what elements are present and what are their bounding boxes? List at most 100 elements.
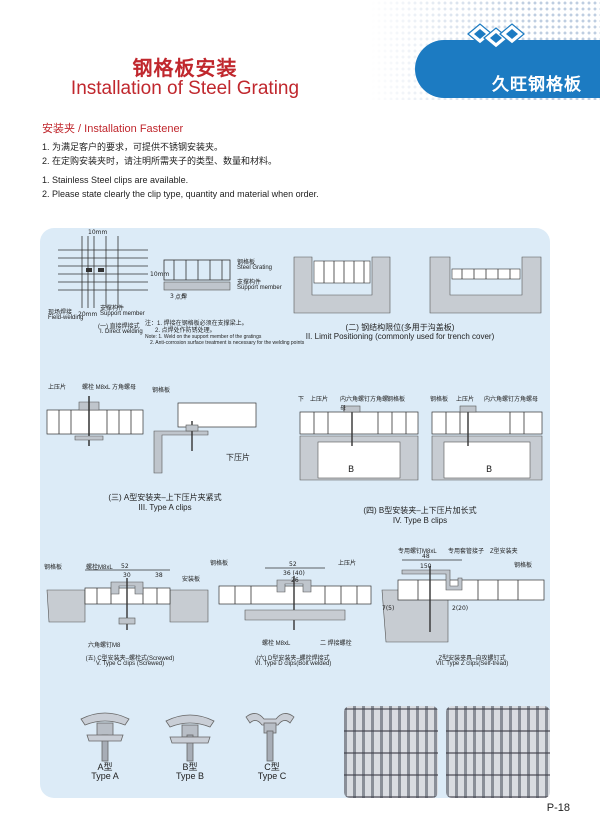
dim-right-text: 10mm bbox=[150, 271, 169, 278]
clip-b-cn: B型 bbox=[182, 762, 198, 772]
steel-grating-cn: 钢格板 bbox=[237, 260, 256, 266]
caption-type-a-cn: (三) A型安装夹–上下压片夹紧式 bbox=[108, 493, 222, 502]
dim-5-text: 5 bbox=[182, 293, 186, 300]
type-c-support: 安装板 bbox=[182, 577, 201, 583]
clip-b-en: Type B bbox=[175, 771, 204, 781]
caption-type-c-cn: (五) C型安装夹–螺栓式(Screwed) bbox=[85, 656, 175, 662]
type-c-drawing: 52 30 38 bbox=[46, 563, 209, 630]
type-c-bolt: 螺栓M8xL bbox=[86, 565, 113, 571]
dim-3-text: 3 bbox=[170, 293, 174, 300]
type-a-upper-plate: 上压片 bbox=[48, 385, 67, 391]
brand-banner bbox=[415, 40, 600, 98]
caption-type-b-en: IV. Type B clips bbox=[392, 516, 448, 525]
caption-limit-en: II. Limit Positioning (commonly used for… bbox=[305, 332, 495, 341]
type-a-front-drawing bbox=[46, 396, 144, 446]
type-b-upper-plate: 上压片 bbox=[310, 397, 329, 403]
type-b-lower: 下 bbox=[298, 397, 305, 403]
type-b-left-drawing: B bbox=[299, 405, 419, 481]
note-en-2: 2. Please state clearly the clip type, q… bbox=[42, 189, 319, 199]
note-en-line-1: Note: 1. Weld on the support member of t… bbox=[145, 334, 262, 340]
caption-type-z-cn: Z型安装夹具–自攻螺钉式 bbox=[438, 656, 506, 662]
type-z-drawing: 48 150 2(20) 7(5) bbox=[381, 553, 545, 643]
clip-c-image bbox=[245, 713, 295, 762]
caption-type-d-cn: (六) D型安装夹–螺栓焊接式 bbox=[256, 656, 330, 662]
brand-name: 久旺钢格板 bbox=[492, 75, 582, 95]
note-cn-line-1: 注：1. 焊接在钢格板必须在支撑梁上。 bbox=[145, 321, 248, 327]
field-welding-cn: 现场焊接 bbox=[48, 310, 73, 316]
note-en-line-2: 2. Anti-corrosion surface treatment is n… bbox=[150, 340, 305, 346]
clip-c-en: Type C bbox=[257, 771, 287, 781]
type-a-lower-plate: 下压片 bbox=[226, 453, 250, 462]
caption-type-a-en: III. Type A clips bbox=[138, 503, 192, 512]
type-c-dim-top: 52 bbox=[121, 563, 129, 570]
support-member-en: Support member bbox=[100, 311, 145, 317]
installed-clip-photo-1 bbox=[344, 706, 438, 798]
clip-c-cn: C型 bbox=[264, 762, 280, 772]
caption-direct-welding-cn: (一) 直接焊接式 bbox=[98, 324, 140, 330]
type-z-clip: Z型安装夹 bbox=[490, 549, 518, 555]
clip-a-cn: A型 bbox=[97, 762, 113, 772]
page-title-en: Installation of Steel Grating bbox=[70, 78, 300, 99]
section-title: 安装夹 / Installation Fastener bbox=[42, 123, 184, 135]
type-c-dim-low: 38 bbox=[155, 572, 163, 579]
type-d-dim-top: 52 bbox=[289, 561, 297, 568]
installed-clip-photo-2 bbox=[446, 706, 550, 798]
type-b-upper-plate-2: 上压片 bbox=[456, 397, 475, 403]
type-d-weld: 二 焊接螺栓 bbox=[320, 641, 352, 647]
page-title-cn: 钢格板安装 bbox=[132, 56, 238, 80]
clip-a-image bbox=[80, 712, 130, 762]
diagram-panel bbox=[40, 228, 550, 798]
type-c-bottom: 六角螺钉M8 bbox=[88, 643, 121, 649]
support-cn: 支撑构件 bbox=[237, 280, 262, 286]
type-b-right-drawing: B bbox=[431, 405, 543, 481]
type-d-dim-low: 26 bbox=[291, 577, 299, 584]
note-cn-1: 1. 为满足客户的要求，可提供不锈钢安装夹。 bbox=[42, 142, 224, 152]
type-z-dim-a: 48 bbox=[422, 553, 430, 560]
point-weld-label: 点焊 bbox=[175, 295, 188, 301]
type-z-dim-c: 2(20) bbox=[452, 605, 468, 612]
type-d-bolt: 螺栓 M8xL bbox=[262, 641, 291, 647]
limit-positioning-left-drawing bbox=[293, 256, 391, 314]
brand-logo-icon bbox=[467, 23, 525, 49]
type-c-dim-mid: 30 bbox=[123, 572, 131, 579]
caption-direct-welding-en: I. Direct welding bbox=[100, 329, 143, 335]
support-en: Support member bbox=[237, 285, 282, 291]
type-a-bolt: 螺栓 M8xL bbox=[82, 385, 111, 391]
type-z-label-x: 7(5) bbox=[382, 605, 394, 612]
type-b-mark-1: B bbox=[348, 465, 354, 475]
type-c-grating: 钢格板 bbox=[44, 565, 63, 571]
type-d-dim-mid: 36 (40) bbox=[283, 570, 305, 577]
note-cn-2: 2. 在定购安装夹时，请注明所需夹子的类型、数量和材料。 bbox=[42, 156, 278, 166]
clip-b-image bbox=[165, 714, 215, 762]
caption-limit-cn: (二) 钢结构限位(多用于沟盖板) bbox=[345, 323, 455, 332]
note-en-1: 1. Stainless Steel clips are available. bbox=[42, 175, 189, 185]
type-a-square-nut: 方角螺母 bbox=[112, 385, 137, 391]
steel-grating-en: Steel Grating bbox=[237, 265, 273, 271]
type-b-hex-bolt: 内六角螺钉方角螺母 bbox=[340, 397, 389, 412]
page-number: P-18 bbox=[546, 802, 570, 814]
type-b-grating: 钢格板 bbox=[387, 397, 406, 403]
grating-section-drawing: 3 5 bbox=[163, 259, 231, 300]
type-b-hex-bolt-2: 内六角螺钉方角螺母 bbox=[484, 397, 539, 403]
type-b-mark-2: B bbox=[486, 465, 492, 475]
caption-type-d-en: VI. Type D clips(Bolt welded) bbox=[254, 661, 332, 667]
dim-top-text: 10mm bbox=[88, 229, 107, 236]
type-d-grating: 钢格板 bbox=[210, 561, 229, 567]
type-a-grating: 钢格板 bbox=[152, 388, 171, 394]
note-cn-line-2: 2. 点焊处作防锈处理。 bbox=[155, 328, 216, 334]
limit-positioning-right-drawing bbox=[429, 256, 542, 314]
dim-bottom-text: 20mm bbox=[78, 311, 97, 318]
type-z-self-nut: 专用套管接子 bbox=[448, 549, 485, 555]
type-b-grating-2: 钢格板 bbox=[430, 397, 449, 403]
type-z-grating: 钢格板 bbox=[514, 563, 533, 569]
direct-welding-grid-drawing: 10mm 10mm 20mm bbox=[58, 229, 169, 318]
support-member-cn: 支撑构件 bbox=[100, 306, 125, 312]
type-z-screw: 专用螺钉M8xL bbox=[398, 549, 437, 555]
type-d-clip: 上压片 bbox=[338, 561, 357, 567]
type-d-drawing: 52 36 (40) 26 bbox=[218, 561, 372, 630]
caption-type-b-cn: (四) B型安装夹–上下压片加长式 bbox=[363, 506, 477, 515]
caption-type-c-en: V. Type C clips (Screwed) bbox=[95, 661, 165, 667]
field-welding-en: Field-welding bbox=[48, 315, 84, 321]
type-a-side-drawing bbox=[153, 402, 257, 474]
clip-a-en: Type A bbox=[91, 771, 119, 781]
